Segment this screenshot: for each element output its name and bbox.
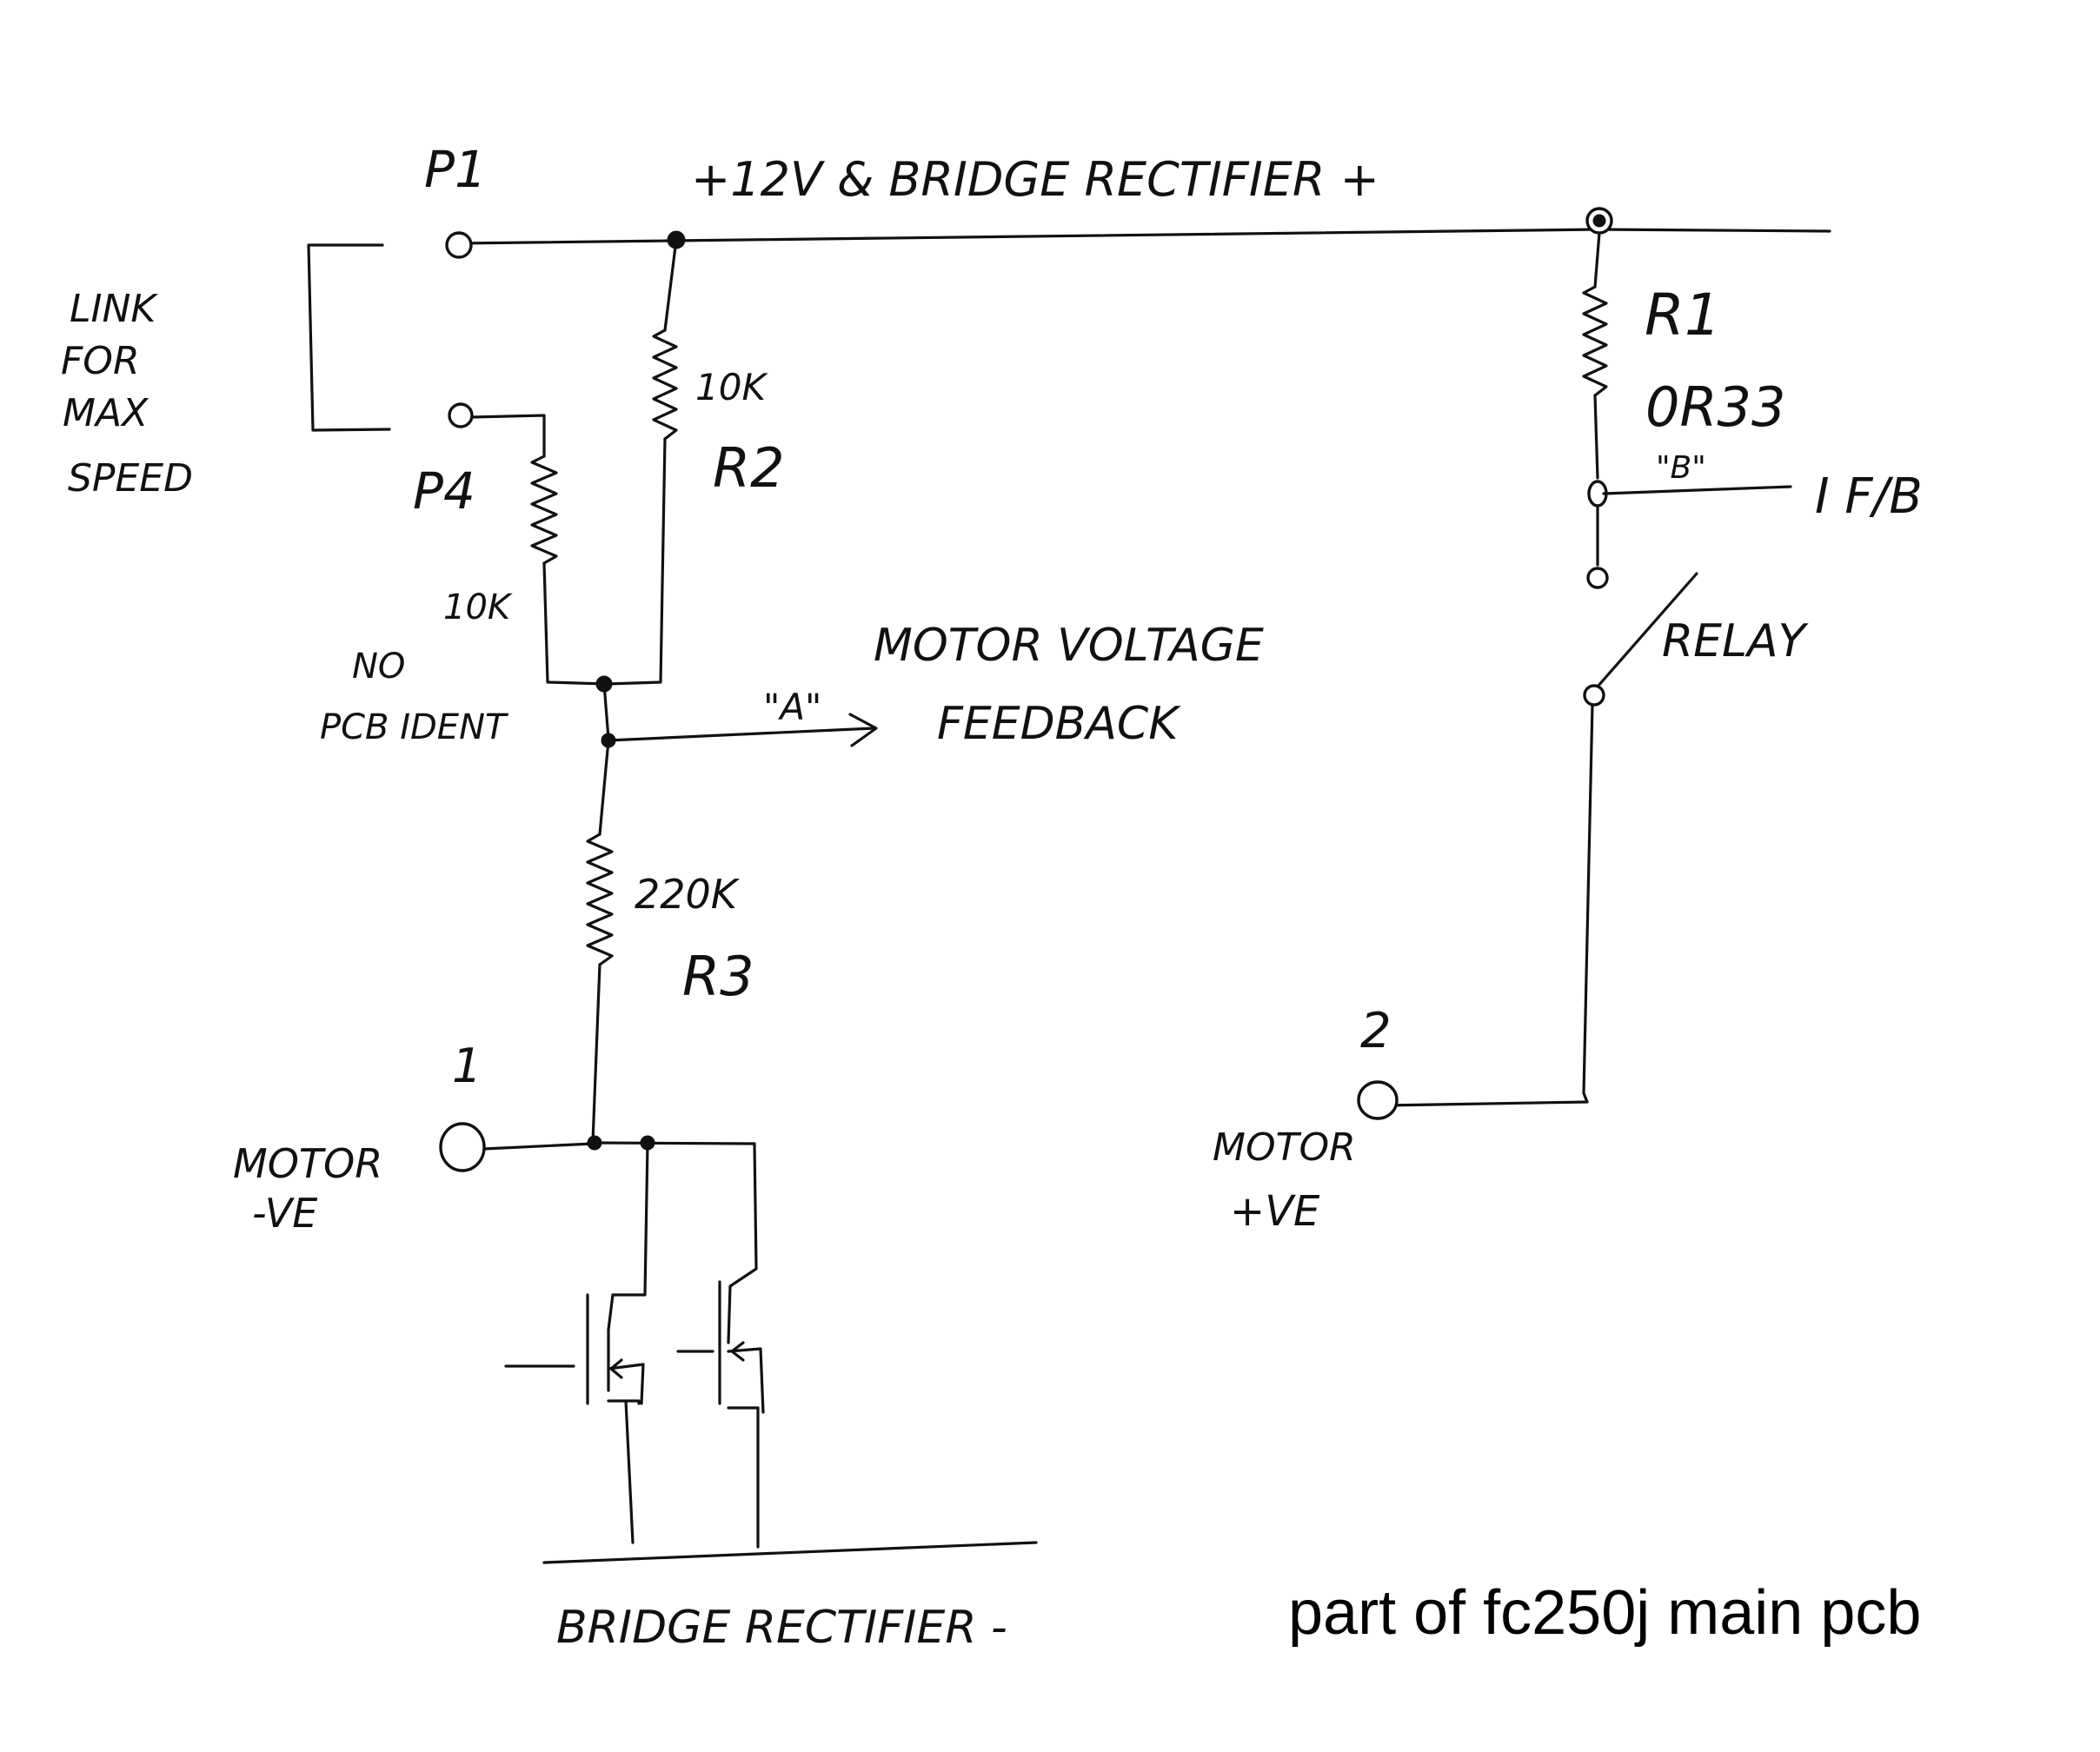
resistor-10k-p4 xyxy=(530,455,558,565)
label-relay: RELAY xyxy=(1662,615,1810,667)
label-point-b: "B" xyxy=(1656,450,1706,486)
label-10k-p4: 10K xyxy=(443,587,513,627)
terminal-p4 xyxy=(448,402,474,428)
p4-branch-wire xyxy=(470,414,546,458)
resistor-r3 xyxy=(586,833,614,966)
bottom-rail xyxy=(542,1541,1038,1564)
relay-contact-top xyxy=(1586,567,1609,589)
mosfet-2 xyxy=(676,1142,765,1549)
svg-text:FEEDBACK: FEEDBACK xyxy=(937,698,1181,750)
svg-text:-VE: -VE xyxy=(252,1190,317,1237)
i-fb-wire xyxy=(1602,485,1792,495)
feedback-arrow xyxy=(607,713,878,747)
link-bracket xyxy=(307,243,391,432)
label-i-fb: I F/B xyxy=(1815,468,1923,525)
label-motor-voltage-feedback: MOTOR VOLTAGE FEEDBACK xyxy=(874,620,1264,750)
relay-contact-bottom xyxy=(1583,684,1605,707)
label-terminal-1: 1 xyxy=(452,1039,482,1093)
label-top-rail: +12V & BRIDGE RECTIFIER + xyxy=(691,152,1379,207)
label-r2-value: 10K xyxy=(695,366,768,408)
caption: part of fc250j main pcb xyxy=(1288,1578,1921,1648)
relay-switch-arm xyxy=(1596,572,1698,688)
svg-text:PCB IDENT: PCB IDENT xyxy=(320,707,509,747)
svg-text:MAX: MAX xyxy=(63,391,149,435)
label-r3-name: R3 xyxy=(682,945,754,1008)
label-terminal-2: 2 xyxy=(1360,1003,1392,1059)
terminal-p1 xyxy=(445,231,473,259)
label-r3-value: 220K xyxy=(635,871,741,918)
resistor-r2 xyxy=(652,328,678,441)
label-p4: P4 xyxy=(413,461,475,521)
label-bottom-rail: BRIDGE RECTIFIER - xyxy=(556,1602,1007,1654)
label-r2-name: R2 xyxy=(713,436,785,500)
svg-text:+VE: +VE xyxy=(1230,1187,1320,1236)
mosfet-1 xyxy=(504,1141,649,1544)
link-for-max-speed-label: LINK FOR MAX SPEED xyxy=(61,287,193,501)
resistor-r1 xyxy=(1582,285,1608,397)
svg-text:MOTOR: MOTOR xyxy=(233,1140,382,1187)
label-no-pcb-ident: NO xyxy=(352,647,405,687)
label-motor-pos: MOTOR +VE xyxy=(1213,1125,1356,1236)
label-motor-neg: MOTOR -VE xyxy=(233,1140,382,1237)
svg-text:SPEED: SPEED xyxy=(68,456,193,501)
terminal-2 xyxy=(1357,1080,1399,1120)
svg-text:LINK: LINK xyxy=(70,287,158,331)
svg-text:MOTOR VOLTAGE: MOTOR VOLTAGE xyxy=(874,620,1264,672)
label-r1-name: R1 xyxy=(1645,282,1721,348)
svg-text:MOTOR: MOTOR xyxy=(1213,1125,1356,1170)
top-rail xyxy=(457,228,1831,245)
terminal-1 xyxy=(439,1122,486,1172)
svg-text:FOR: FOR xyxy=(61,339,140,383)
label-r1-value: 0R33 xyxy=(1645,375,1785,439)
label-point-a: "A" xyxy=(763,686,821,728)
label-p1: P1 xyxy=(424,140,487,199)
